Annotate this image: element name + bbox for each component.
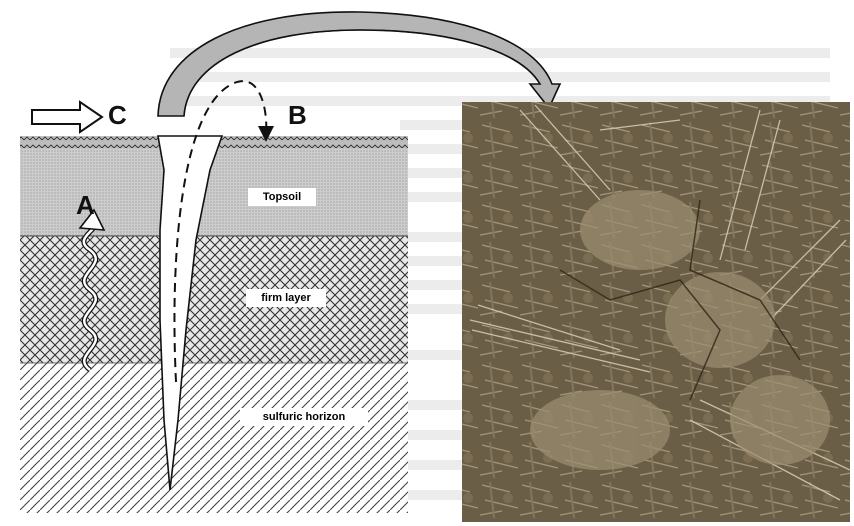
label-c: C: [108, 100, 127, 131]
hollow-arrow-c: [32, 102, 102, 132]
label-sulfuric-horizon: sulfuric horizon: [240, 408, 368, 426]
label-topsoil: Topsoil: [248, 188, 316, 206]
label-a: A: [76, 190, 95, 221]
label-b: B: [288, 100, 307, 131]
soil-photo: [462, 102, 850, 522]
sulfuric-horizon-layer: [20, 363, 408, 513]
label-firm-layer: firm layer: [246, 289, 326, 307]
firm-layer: [20, 236, 408, 363]
